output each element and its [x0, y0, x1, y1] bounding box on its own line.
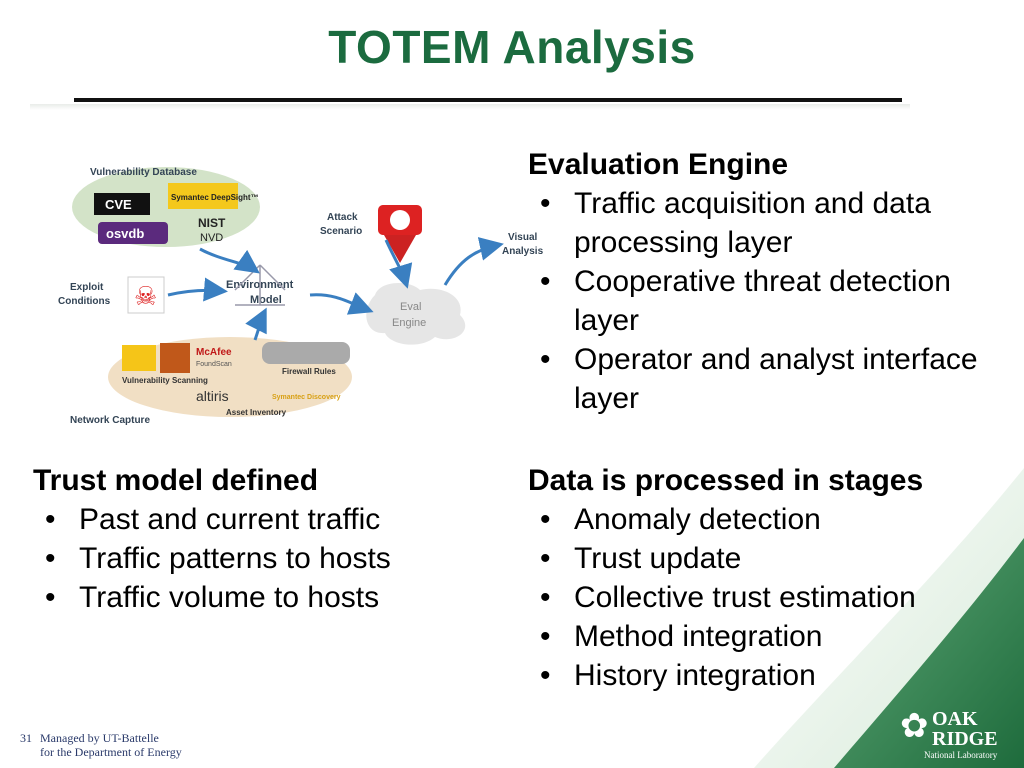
bullet-icon: • [540, 187, 551, 220]
scan-logo-2 [160, 343, 190, 373]
bullet-icon: • [540, 659, 551, 692]
vuln-scan-label: Vulnerability Scanning [122, 376, 208, 385]
list-item-text: Traffic patterns to hosts [79, 542, 391, 575]
firewall-logo [262, 342, 350, 364]
list-item: • Traffic acquisition and data processing… [528, 184, 998, 262]
list-item: • Collective trust estimation [528, 578, 998, 617]
network-capture-label: Network Capture [70, 415, 150, 426]
title-rule-shadow [30, 104, 910, 110]
list-item-text: Past and current traffic [79, 503, 381, 536]
architecture-diagram: Vulnerability Database CVE Symantec Deep… [58, 167, 544, 426]
symantec-logo [168, 183, 238, 209]
stages-section: Data is processed in stages • Anomaly det… [528, 462, 998, 695]
scan-logo-1 [122, 345, 156, 371]
arrow-exploit-env [167, 277, 228, 302]
exploit-label-2: Conditions [58, 296, 111, 307]
attack-label-2: Scenario [320, 226, 362, 237]
attack-icon-tail [384, 235, 416, 263]
eval-engine-list: • Traffic acquisition and data processing… [528, 184, 998, 418]
logo-oak: OAK [932, 708, 978, 730]
title-rule [74, 98, 902, 102]
mcafee-logo: McAfee [196, 347, 232, 358]
trust-model-section: Trust model defined • Past and current tr… [33, 462, 473, 617]
vuln-db-label: Vulnerability Database [90, 167, 197, 178]
bullet-icon: • [540, 542, 551, 575]
asset-label: Asset Inventory [226, 408, 287, 417]
visual-label-1: Visual [508, 232, 537, 243]
arrow-scan-env [245, 307, 267, 341]
logo-lab: National Laboratory [924, 750, 998, 760]
env-tree [234, 264, 286, 306]
leaf-icon: ✿ [900, 707, 929, 745]
list-item: • Trust update [528, 539, 998, 578]
symantec-discovery-logo: Symantec Discovery [272, 394, 341, 401]
corner-swoosh [754, 468, 1024, 768]
eval-label-2: Engine [392, 317, 426, 329]
bullet-icon: • [540, 620, 551, 653]
bullet-icon: • [540, 503, 551, 536]
attack-label-1: Attack [327, 212, 358, 223]
list-item-text: Traffic acquisition and data processing … [574, 187, 931, 259]
list-item: • History integration [528, 656, 998, 695]
ornl-logo: ✿ OAK RIDGE National Laboratory [900, 706, 1010, 762]
list-item-text: Method integration [574, 620, 823, 653]
env-label-2: Model [250, 294, 282, 306]
arrow-vulndb-env [199, 247, 260, 274]
eval-engine-section: Evaluation Engine • Traffic acquisition a… [528, 146, 998, 418]
eval-label-1: Eval [400, 301, 421, 313]
altiris-logo: altiris [196, 388, 229, 404]
list-item-text: Collective trust estimation [574, 581, 916, 614]
slide-title: TOTEM Analysis [328, 21, 696, 73]
visual-label-2: Analysis [502, 246, 544, 257]
osvdb-logo [98, 222, 168, 244]
trust-model-heading: Trust model defined [33, 464, 319, 497]
list-item-text: Trust update [574, 542, 742, 575]
list-item: • Method integration [528, 617, 998, 656]
page-number: 31 [20, 731, 32, 745]
list-item: • Traffic volume to hosts [33, 578, 473, 617]
nvd-label: NVD [200, 232, 223, 244]
list-item: • Traffic patterns to hosts [33, 539, 473, 578]
attack-icon-face [390, 210, 410, 230]
list-item-text: Traffic volume to hosts [79, 581, 380, 614]
cve-logo-text: CVE [105, 197, 132, 212]
bullet-icon: • [45, 581, 56, 614]
list-item-text: Operator and analyst interface layer [574, 343, 978, 415]
bullet-icon: • [45, 503, 56, 536]
list-item: • Anomaly detection [528, 500, 998, 539]
bullet-icon: • [540, 581, 551, 614]
footer: 31 Managed by UT-Battelle for the Departm… [20, 731, 182, 759]
list-item-text: Cooperative threat detection layer [574, 265, 951, 337]
footer-line-2: for the Department of Energy [40, 745, 182, 759]
trust-model-list: • Past and current traffic • Traffic patte… [33, 500, 473, 617]
bullet-icon: • [540, 265, 551, 298]
firewall-label: Firewall Rules [282, 367, 336, 376]
arrow-env-eval [309, 292, 374, 315]
eval-engine-heading: Evaluation Engine [528, 148, 789, 181]
list-item: • Past and current traffic [33, 500, 473, 539]
logo-ridge: RIDGE [932, 728, 998, 750]
list-item: • Cooperative threat detection layer [528, 262, 998, 340]
skull-glyph: ☠ [134, 281, 157, 311]
exploit-label-1: Exploit [70, 282, 104, 293]
bullet-icon: • [45, 542, 56, 575]
skull-icon [127, 276, 165, 314]
nist-logo: NIST [198, 216, 226, 230]
list-item: • Operator and analyst interface layer [528, 340, 998, 418]
arrow-eval-visual [443, 237, 504, 286]
list-item-text: Anomaly detection [574, 503, 821, 536]
eval-engine-cloud [366, 283, 466, 345]
foundscan-label: FoundScan [196, 361, 232, 368]
osvdb-logo-text: osvdb [106, 226, 144, 241]
arrow-attack-eval [384, 239, 413, 289]
list-item-text: History integration [574, 659, 816, 692]
cve-logo [94, 193, 150, 215]
symantec-logo-text: Symantec DeepSight™ [171, 193, 259, 202]
bullet-icon: • [540, 343, 551, 376]
footer-line-1: Managed by UT-Battelle [40, 731, 159, 745]
stages-heading: Data is processed in stages [528, 464, 924, 497]
stages-list: • Anomaly detection • Trust update • Collec… [528, 500, 998, 695]
